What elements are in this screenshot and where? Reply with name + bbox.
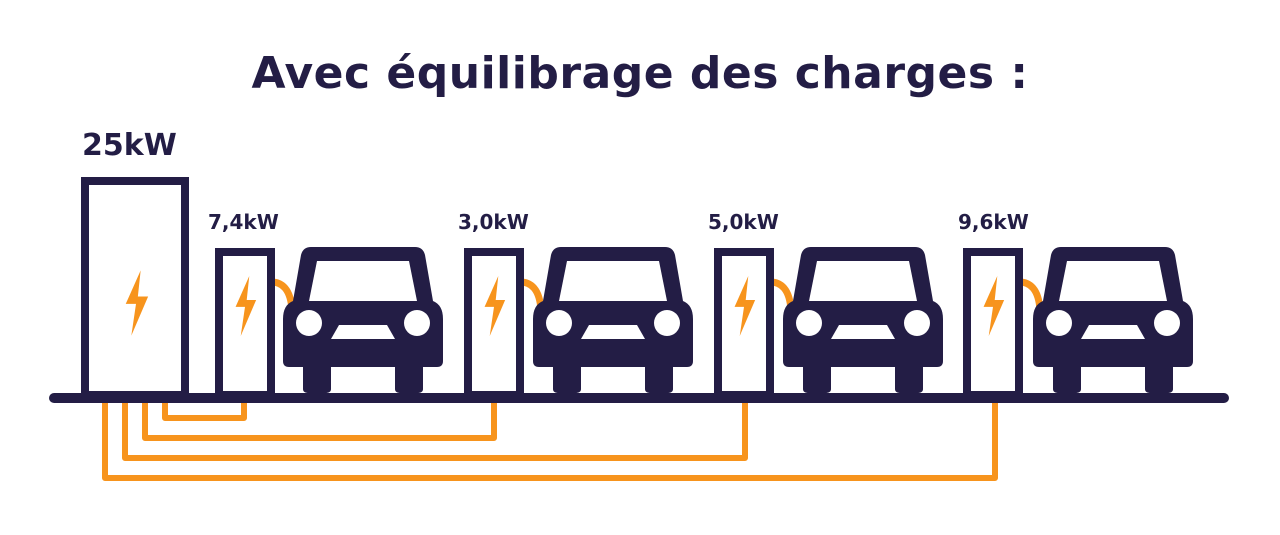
station-2-power-label: 3,0kW xyxy=(458,210,529,234)
diagram-title: Avec équilibrage des charges : xyxy=(251,48,1029,99)
main-station-power-label: 25kW xyxy=(82,128,177,163)
wire-station-2 xyxy=(142,395,497,441)
charging-station-3 xyxy=(714,248,795,399)
charging-station-2 xyxy=(464,248,545,399)
charging-station-1 xyxy=(215,248,296,399)
wire-station-1 xyxy=(162,395,247,421)
wire-station-4 xyxy=(102,395,998,481)
main-station xyxy=(81,177,189,399)
charging-station-4 xyxy=(963,248,1044,399)
car-icon xyxy=(1033,247,1193,393)
station-4-power-label: 9,6kW xyxy=(958,210,1029,234)
car-icon xyxy=(283,247,443,393)
wire-station-3 xyxy=(122,395,748,461)
car-icon xyxy=(783,247,943,393)
station-3-power-label: 5,0kW xyxy=(708,210,779,234)
car-icon xyxy=(533,247,693,393)
wiring xyxy=(102,395,998,481)
station-1-power-label: 7,4kW xyxy=(208,210,279,234)
